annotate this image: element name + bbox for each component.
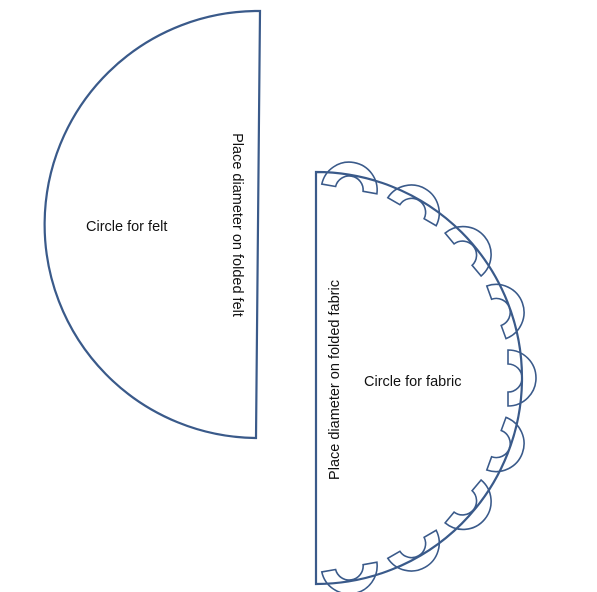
fabric-diameter-label: Place diameter on folded fabric xyxy=(327,280,343,480)
fabric-scallop xyxy=(443,478,492,531)
fabric-scallop xyxy=(485,416,525,473)
fabric-scallop xyxy=(507,349,537,407)
fabric-scallop xyxy=(386,184,441,227)
felt-half-circle-outline xyxy=(43,9,262,440)
fabric-scallop xyxy=(386,529,441,572)
felt-pattern: Circle for felt Place diameter on folded… xyxy=(43,9,262,440)
fabric-scallop xyxy=(320,561,378,592)
fabric-scallop-border xyxy=(320,161,537,592)
fabric-scallop xyxy=(443,225,492,278)
fabric-pattern: Circle for fabric Place diameter on fold… xyxy=(314,161,537,592)
fabric-scallop xyxy=(485,283,525,340)
felt-diameter-label: Place diameter on folded felt xyxy=(229,133,245,317)
fabric-center-label: Circle for fabric xyxy=(364,374,462,390)
fabric-half-circle-outline xyxy=(314,170,524,586)
fabric-scallop xyxy=(320,161,378,195)
felt-center-label: Circle for felt xyxy=(86,219,167,235)
